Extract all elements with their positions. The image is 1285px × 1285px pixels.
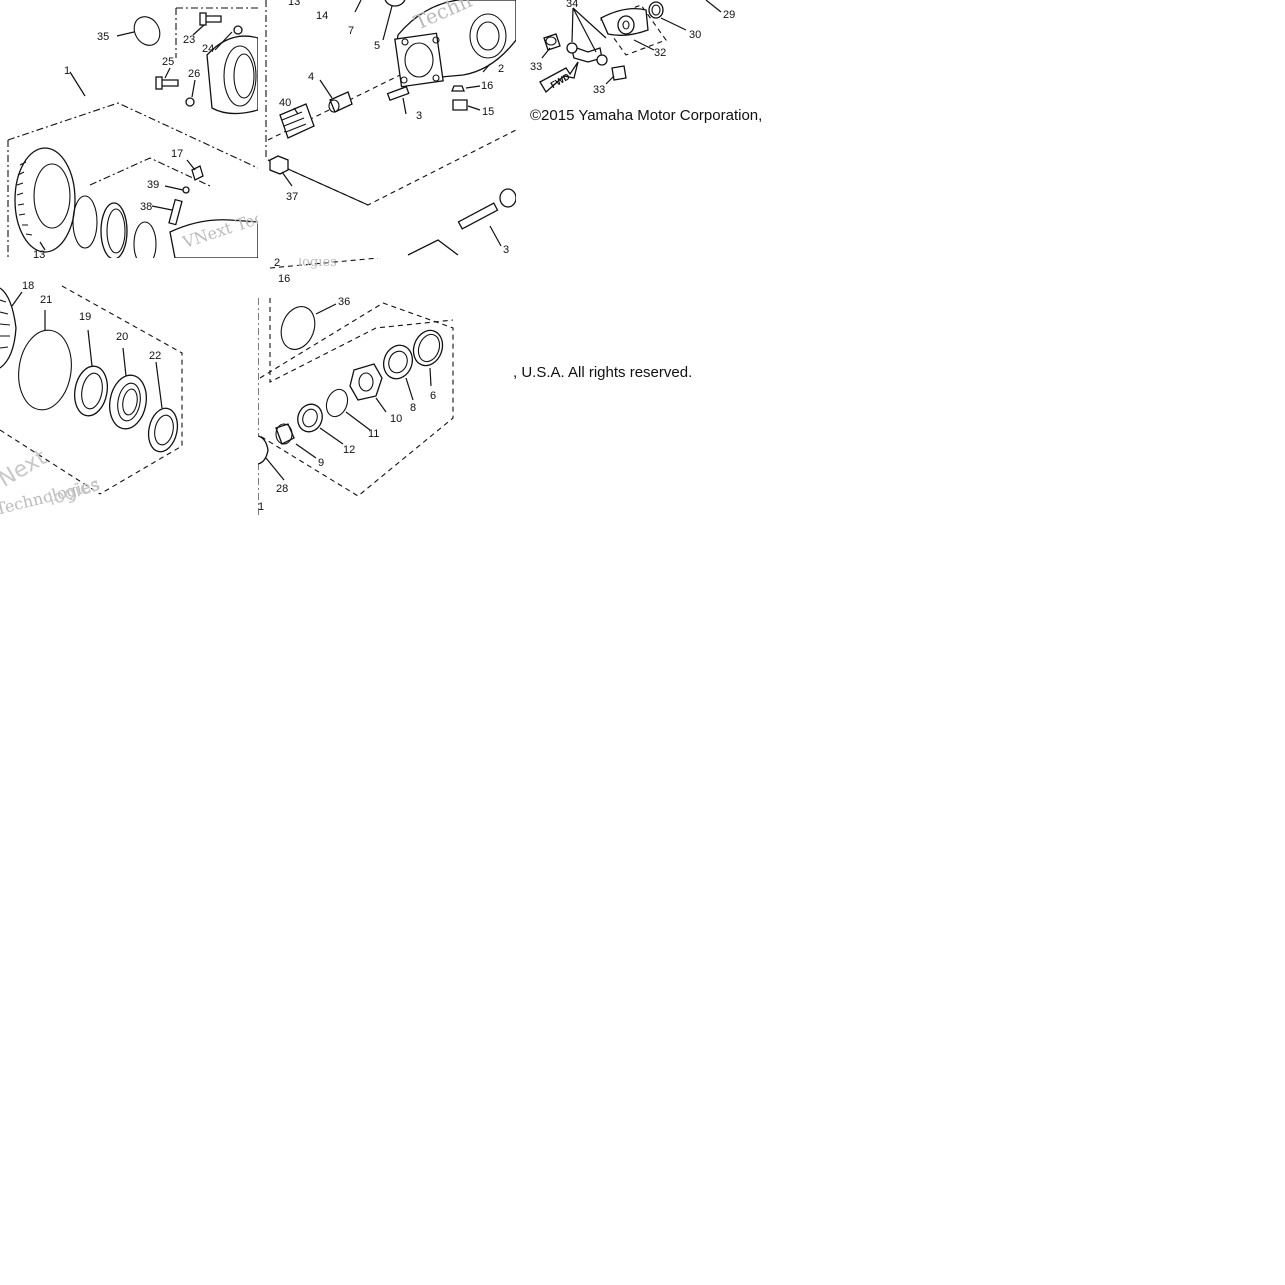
- exploded-view-upper-right: FWD 34 29 30 33 32 33: [530, 0, 735, 96]
- callout-10: 10: [390, 413, 402, 425]
- callout-25: 25: [162, 56, 174, 68]
- callout-13: 13: [33, 249, 45, 258]
- callout-37: 37: [286, 191, 298, 203]
- copyright-line-1: ©2015 Yamaha Motor Corporation,: [530, 107, 763, 124]
- callout-2: 2: [274, 258, 280, 269]
- callout-33: 33: [530, 61, 542, 73]
- callout-22: 22: [149, 350, 161, 362]
- callout-8: 8: [410, 402, 416, 414]
- callout-16: 16: [278, 273, 290, 285]
- callout-3: 3: [416, 110, 422, 122]
- callout-21: 21: [40, 294, 52, 306]
- callout-26: 26: [188, 68, 200, 80]
- diagram-tile-lower-middle: 2 16 36 10 8 6 11 12 9 28 1 logies: [258, 258, 516, 516]
- callout-17: 17: [171, 148, 183, 160]
- callout-32: 32: [654, 47, 666, 59]
- callout-30: 30: [689, 29, 701, 41]
- callout-7: 7: [348, 25, 354, 37]
- callout-14: 14: [316, 10, 328, 22]
- callout-2: 2: [498, 63, 504, 75]
- callout-24: 24: [202, 43, 214, 55]
- callout-13: 13: [288, 0, 300, 8]
- callout-1: 1: [258, 501, 264, 513]
- callout-34: 34: [566, 0, 578, 10]
- callout-35: 35: [97, 31, 109, 43]
- callout-6: 6: [430, 390, 436, 402]
- callout-40: 40: [279, 97, 291, 109]
- callout-5: 5: [374, 40, 380, 52]
- callout-20: 20: [116, 331, 128, 343]
- diagram-tile-lower-left: 18 21 19 20 22 Next Technologies logies: [0, 258, 258, 516]
- callout-3b: 3: [503, 244, 509, 256]
- copyright-line-2: , U.S.A. All rights reserved.: [513, 364, 693, 381]
- callout-33b: 33: [593, 84, 605, 96]
- callout-9: 9: [318, 457, 324, 469]
- callout-28: 28: [276, 483, 288, 495]
- watermark-text: Next: [0, 445, 52, 492]
- diagram-tile-upper-right: FWD 34 29 30 33 32 33: [516, 0, 774, 100]
- callout-15: 15: [482, 106, 494, 118]
- callout-1: 1: [64, 65, 70, 77]
- callout-39: 39: [147, 179, 159, 191]
- diagram-tile-upper-middle: 13 14 7 5 4 40 3 2 16 15 37 3 Techn: [258, 0, 516, 258]
- callout-19: 19: [79, 311, 91, 323]
- exploded-view-upper-middle: 13 14 7 5 4 40 3 2 16 15 37 3 Techn: [265, 0, 516, 256]
- callout-16: 16: [481, 80, 493, 92]
- exploded-view-lower-left: 18 21 19 20 22 Next Technologies logies: [0, 280, 183, 516]
- exploded-view-lower-middle: 2 16 36 10 8 6 11 12 9 28 1 logies: [258, 258, 454, 516]
- callout-23: 23: [183, 34, 195, 46]
- watermark-text: logies: [298, 258, 337, 270]
- callout-38: 38: [140, 201, 152, 213]
- callout-36: 36: [338, 296, 350, 308]
- callout-18: 18: [22, 280, 34, 292]
- exploded-view-upper-left: 35 23 24 25 26 1 17 39 38 13 VNext Tec: [7, 7, 258, 258]
- callout-4: 4: [308, 71, 314, 83]
- callout-12: 12: [343, 444, 355, 456]
- diagram-tile-upper-left: 35 23 24 25 26 1 17 39 38 13 VNext Tec: [0, 0, 258, 258]
- callout-11: 11: [368, 428, 379, 440]
- callout-29: 29: [723, 9, 735, 21]
